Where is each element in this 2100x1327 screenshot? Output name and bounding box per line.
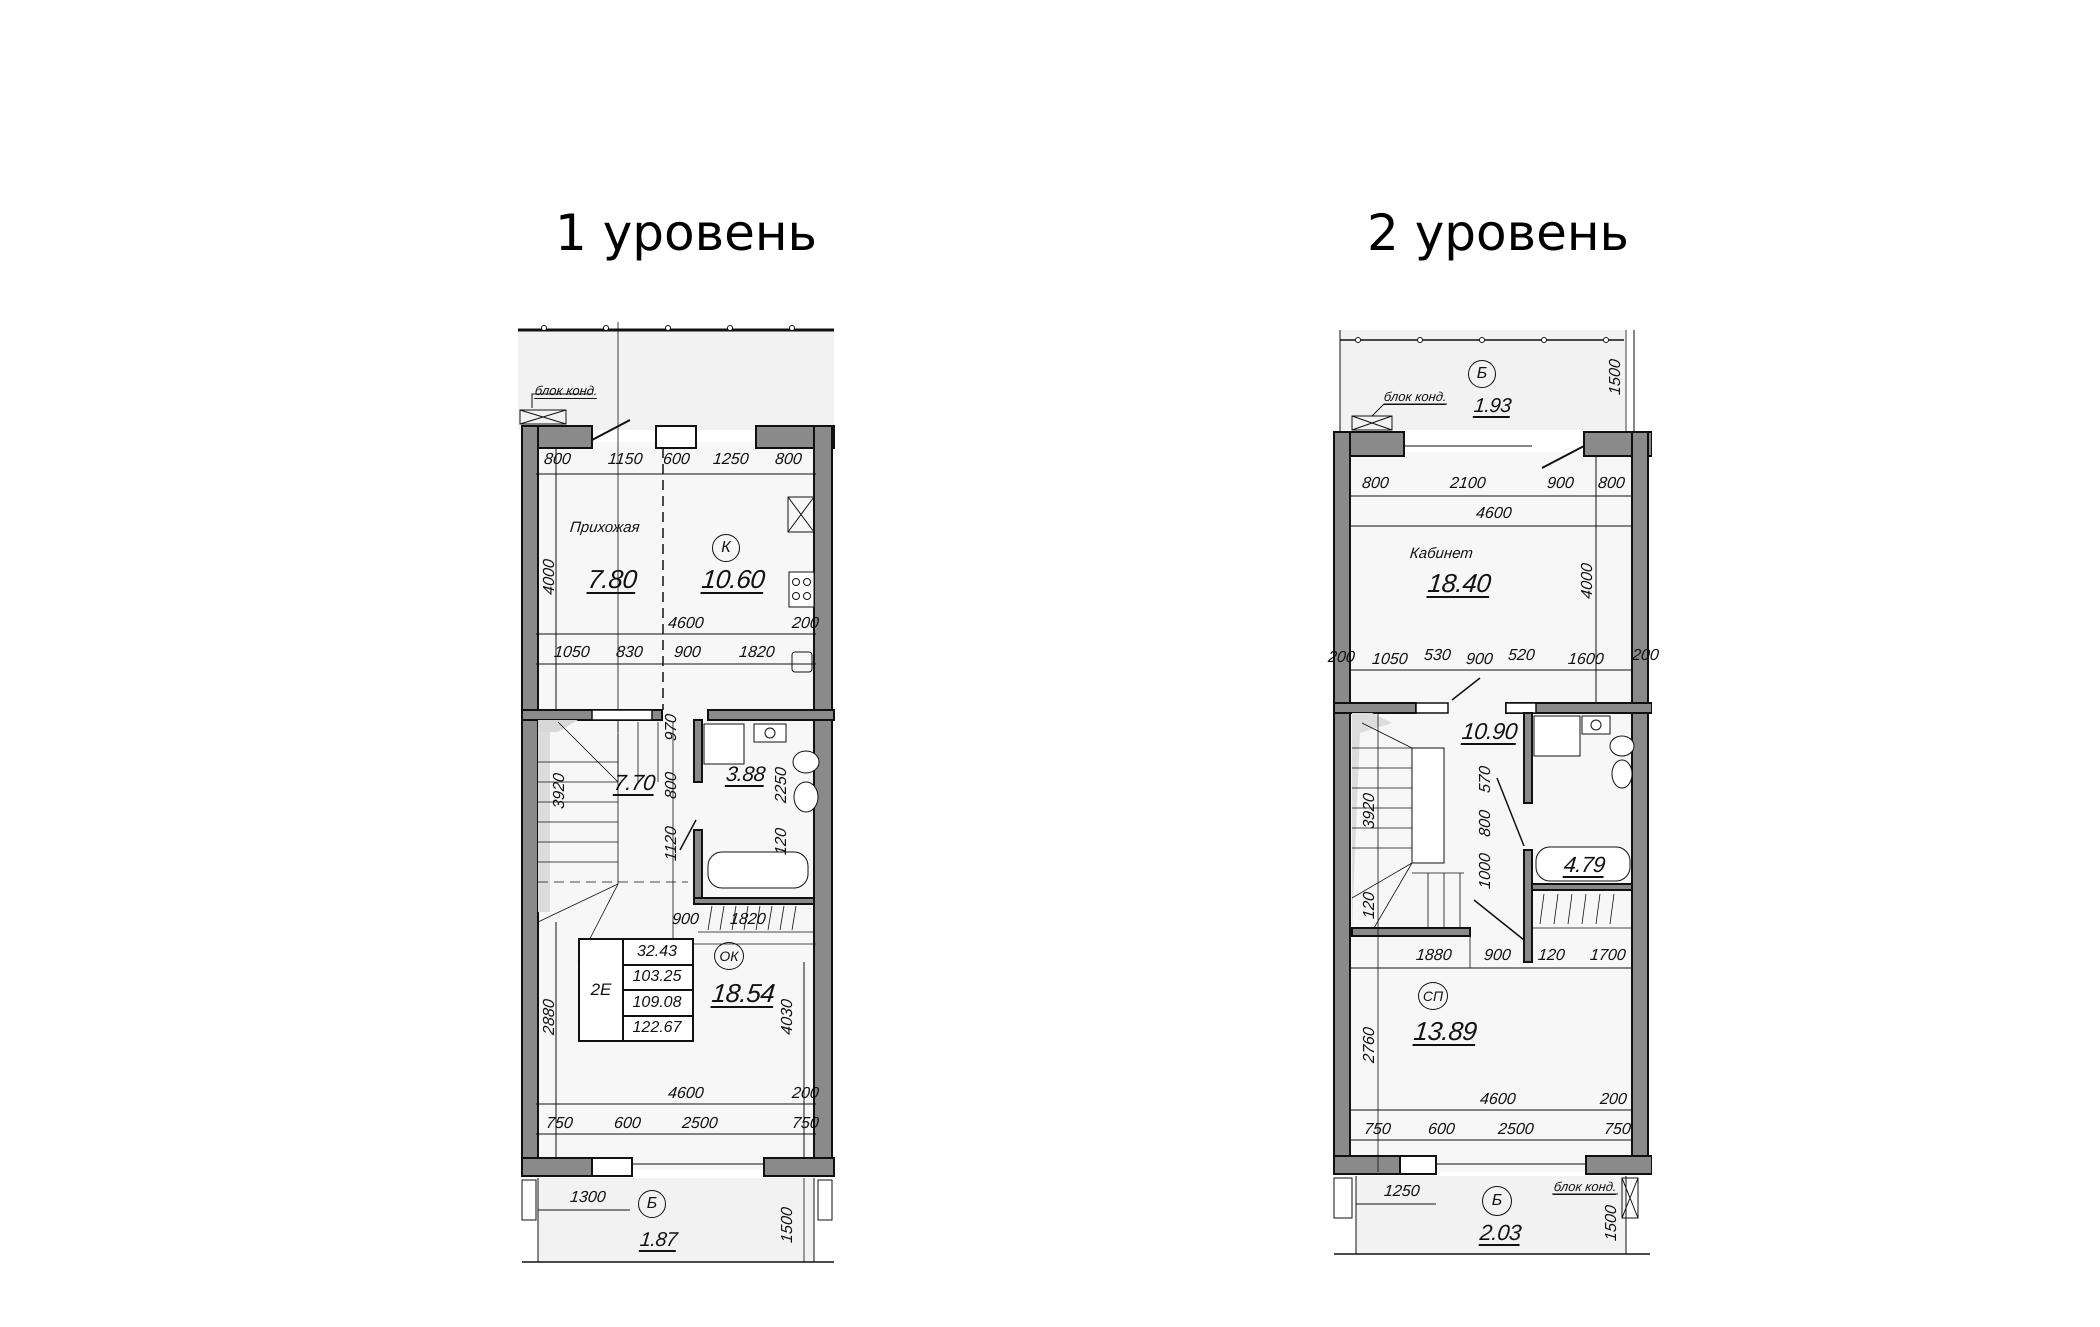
dim-top-3: 600 <box>662 451 691 468</box>
room-study-area: 18.40 <box>1426 568 1493 598</box>
dim-balcony-top-depth: 1500 <box>1607 358 1624 396</box>
dim-balcony-width: 1300 <box>569 1189 607 1206</box>
room-study-name: Кабинет <box>1409 545 1474 562</box>
apartment-spec-table: 2E 32.43 103.25 109.08 122.67 <box>578 938 694 1042</box>
dim-living-right: 4030 <box>779 998 796 1036</box>
dim-bottom-1: 750 <box>1363 1121 1392 1138</box>
spec-value: 109.08 <box>622 991 692 1017</box>
dim-upper-height: 4000 <box>1579 562 1596 600</box>
dim-balcony-depth: 1500 <box>779 1206 796 1244</box>
ac-unit-note: блок конд. <box>534 383 599 398</box>
room-hallway-area: 10.90 <box>1460 718 1519 744</box>
dim-upper-height: 4000 <box>541 558 558 596</box>
level-2-plan: Б 1.93 блок конд. 1500 800 2100 900 800 … <box>1327 328 1660 1258</box>
dim-stair-height: 3920 <box>551 772 568 810</box>
dim-corridor-1: 570 <box>1477 765 1494 794</box>
dim-living-left: 2880 <box>541 998 558 1036</box>
dim-bottom-4: 750 <box>1603 1121 1632 1138</box>
dim-bedroom-left: 2760 <box>1361 1026 1378 1064</box>
dim-top-4: 800 <box>1597 475 1626 492</box>
dim-top-3: 900 <box>1546 475 1575 492</box>
dim-mid-2: 830 <box>615 644 644 661</box>
dim-mid-2: 1050 <box>1371 651 1409 668</box>
level-1-drawing <box>518 322 835 1263</box>
spec-value: 32.43 <box>622 940 692 966</box>
room-balcony-bottom-tag: Б <box>1482 1186 1512 1216</box>
dim-mid-3: 530 <box>1423 647 1452 664</box>
dim-bedroom-row-3: 120 <box>1537 947 1566 964</box>
room-hall-name: Прихожая <box>569 519 641 536</box>
dim-top-2: 1150 <box>607 451 644 468</box>
dim-corridor-1: 970 <box>663 713 680 742</box>
dim-bottom-1: 750 <box>545 1115 574 1132</box>
dim-mid-7: 200 <box>1631 647 1660 664</box>
dim-bottom-3: 2500 <box>681 1115 719 1132</box>
dim-bath-height: 2250 <box>773 766 790 804</box>
dim-mid-6: 1600 <box>1567 651 1605 668</box>
dim-lower-width: 4600 <box>667 1085 705 1102</box>
dim-bedroom-row-4: 1700 <box>1589 947 1627 964</box>
dim-upper-width: 4600 <box>1475 505 1513 522</box>
dim-corridor-row-2: 1820 <box>729 911 767 928</box>
dim-lower-wall: 200 <box>791 1085 820 1102</box>
spec-code: 2E <box>580 940 624 1040</box>
dim-bottom-4: 750 <box>791 1115 820 1132</box>
dim-stair-wall: 120 <box>1361 891 1378 920</box>
room-balcony-top-tag: Б <box>1468 360 1496 388</box>
dim-mid-1: 200 <box>1327 649 1356 666</box>
dim-top-2: 2100 <box>1449 475 1487 492</box>
dim-mid-1: 1050 <box>553 644 591 661</box>
level-2-title: 2 уровень <box>1367 204 1630 262</box>
room-living-tag: ОК <box>714 942 744 970</box>
dim-lower-width: 4600 <box>1479 1091 1517 1108</box>
room-bedroom-tag: СП <box>1418 982 1448 1010</box>
room-kitchen-area: 10.60 <box>700 564 767 594</box>
dim-corridor-2: 800 <box>663 771 680 800</box>
room-balcony-top-area: 1.93 <box>1472 395 1513 417</box>
room-hall-area: 7.80 <box>586 564 639 594</box>
dim-top-5: 800 <box>774 451 803 468</box>
dim-mid-4: 900 <box>1465 651 1494 668</box>
level-1-title: 1 уровень <box>555 204 818 262</box>
dim-corridor-row-1: 900 <box>671 911 700 928</box>
level-2-drawing <box>1333 330 1652 1255</box>
dim-mid-4: 1820 <box>738 644 776 661</box>
ac-unit-top-note: блок конд. <box>1383 389 1448 404</box>
dim-lower-wall: 200 <box>1599 1091 1628 1108</box>
dim-mid-5: 520 <box>1507 647 1536 664</box>
dim-bedroom-row-2: 900 <box>1483 947 1512 964</box>
dim-bath-wall: 120 <box>773 827 790 856</box>
dim-stair-height: 3920 <box>1361 792 1378 830</box>
room-stair-area: 7.70 <box>612 770 657 795</box>
level-1-plan: блок конд. 800 1150 600 1250 800 Прихожа… <box>518 322 838 1267</box>
dim-top-1: 800 <box>1361 475 1390 492</box>
room-balcony-tag: Б <box>638 1190 666 1218</box>
dim-balcony-width: 1250 <box>1383 1183 1421 1200</box>
dim-upper-wall: 200 <box>791 615 820 632</box>
dim-corridor-3: 1120 <box>663 825 680 862</box>
dim-corridor-3: 1000 <box>1477 852 1494 890</box>
room-balcony-bottom-area: 2.03 <box>1478 1220 1523 1245</box>
room-bathroom-area: 3.88 <box>724 763 767 786</box>
ac-unit-bottom-note: блок конд. <box>1553 1179 1618 1194</box>
dim-top-1: 800 <box>543 451 572 468</box>
room-bathroom-area: 4.79 <box>1562 852 1607 877</box>
room-living-area: 18.54 <box>710 978 777 1008</box>
dim-mid-3: 900 <box>673 644 702 661</box>
dim-bottom-2: 600 <box>1427 1121 1456 1138</box>
dim-corridor-2: 800 <box>1477 809 1494 838</box>
room-bedroom-area: 13.89 <box>1412 1016 1479 1046</box>
dim-bottom-3: 2500 <box>1497 1121 1535 1138</box>
room-balcony-area: 1.87 <box>638 1229 679 1251</box>
dim-bottom-2: 600 <box>613 1115 642 1132</box>
room-kitchen-tag: К <box>712 534 740 562</box>
spec-value: 103.25 <box>622 966 692 991</box>
spec-value: 122.67 <box>632 1019 682 1037</box>
dim-balcony-depth: 1500 <box>1603 1204 1620 1242</box>
dim-bedroom-row-1: 1880 <box>1415 947 1453 964</box>
dim-top-4: 1250 <box>712 451 750 468</box>
dim-upper-width: 4600 <box>667 615 705 632</box>
